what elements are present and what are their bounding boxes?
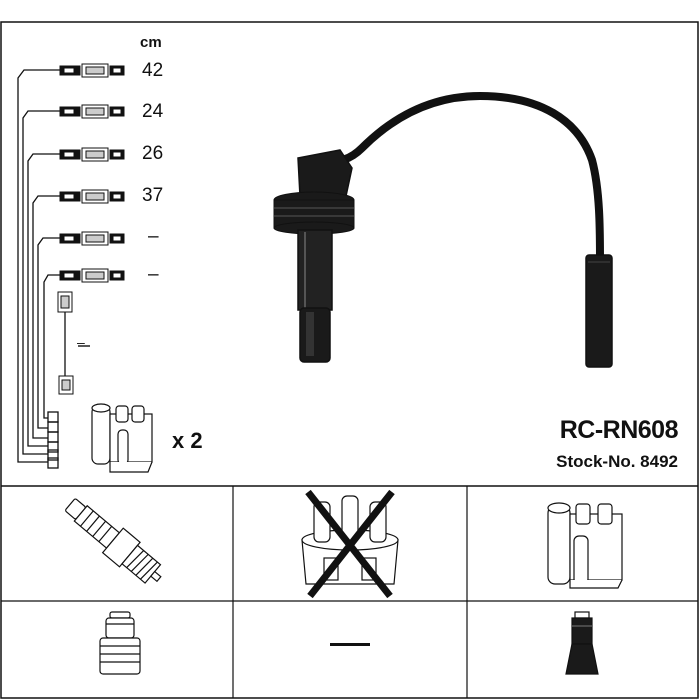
cable-length: –: [77, 334, 85, 350]
cable-length: 37: [142, 185, 164, 206]
cable-length: –: [148, 264, 159, 285]
cable-length: 24: [142, 101, 164, 122]
ignition-coil-icon: [547, 502, 623, 589]
unit-label: cm: [140, 34, 162, 51]
product-model: RC-RN608: [559, 416, 679, 444]
plug-boot-black-icon: [565, 611, 599, 675]
stock-number: Stock-No. 8492: [556, 452, 678, 471]
outer-border: [0, 21, 699, 699]
cable-connectors: [57, 63, 125, 395]
cable-length: 26: [142, 143, 164, 164]
coil-quantity: x 2: [172, 428, 203, 453]
plug-boot-icon: [99, 611, 141, 675]
cable-length: 42: [142, 60, 164, 81]
not-applicable-dash: [330, 643, 370, 646]
spark-plug-icon: [65, 498, 162, 584]
cable-length: –: [148, 226, 159, 247]
plug-boot-with-cable-illustration: [273, 91, 613, 368]
ignition-coil-icon: [91, 403, 153, 473]
cable-set-schematic: [17, 69, 66, 469]
distributor-cap-icon-crossed: [301, 489, 399, 599]
